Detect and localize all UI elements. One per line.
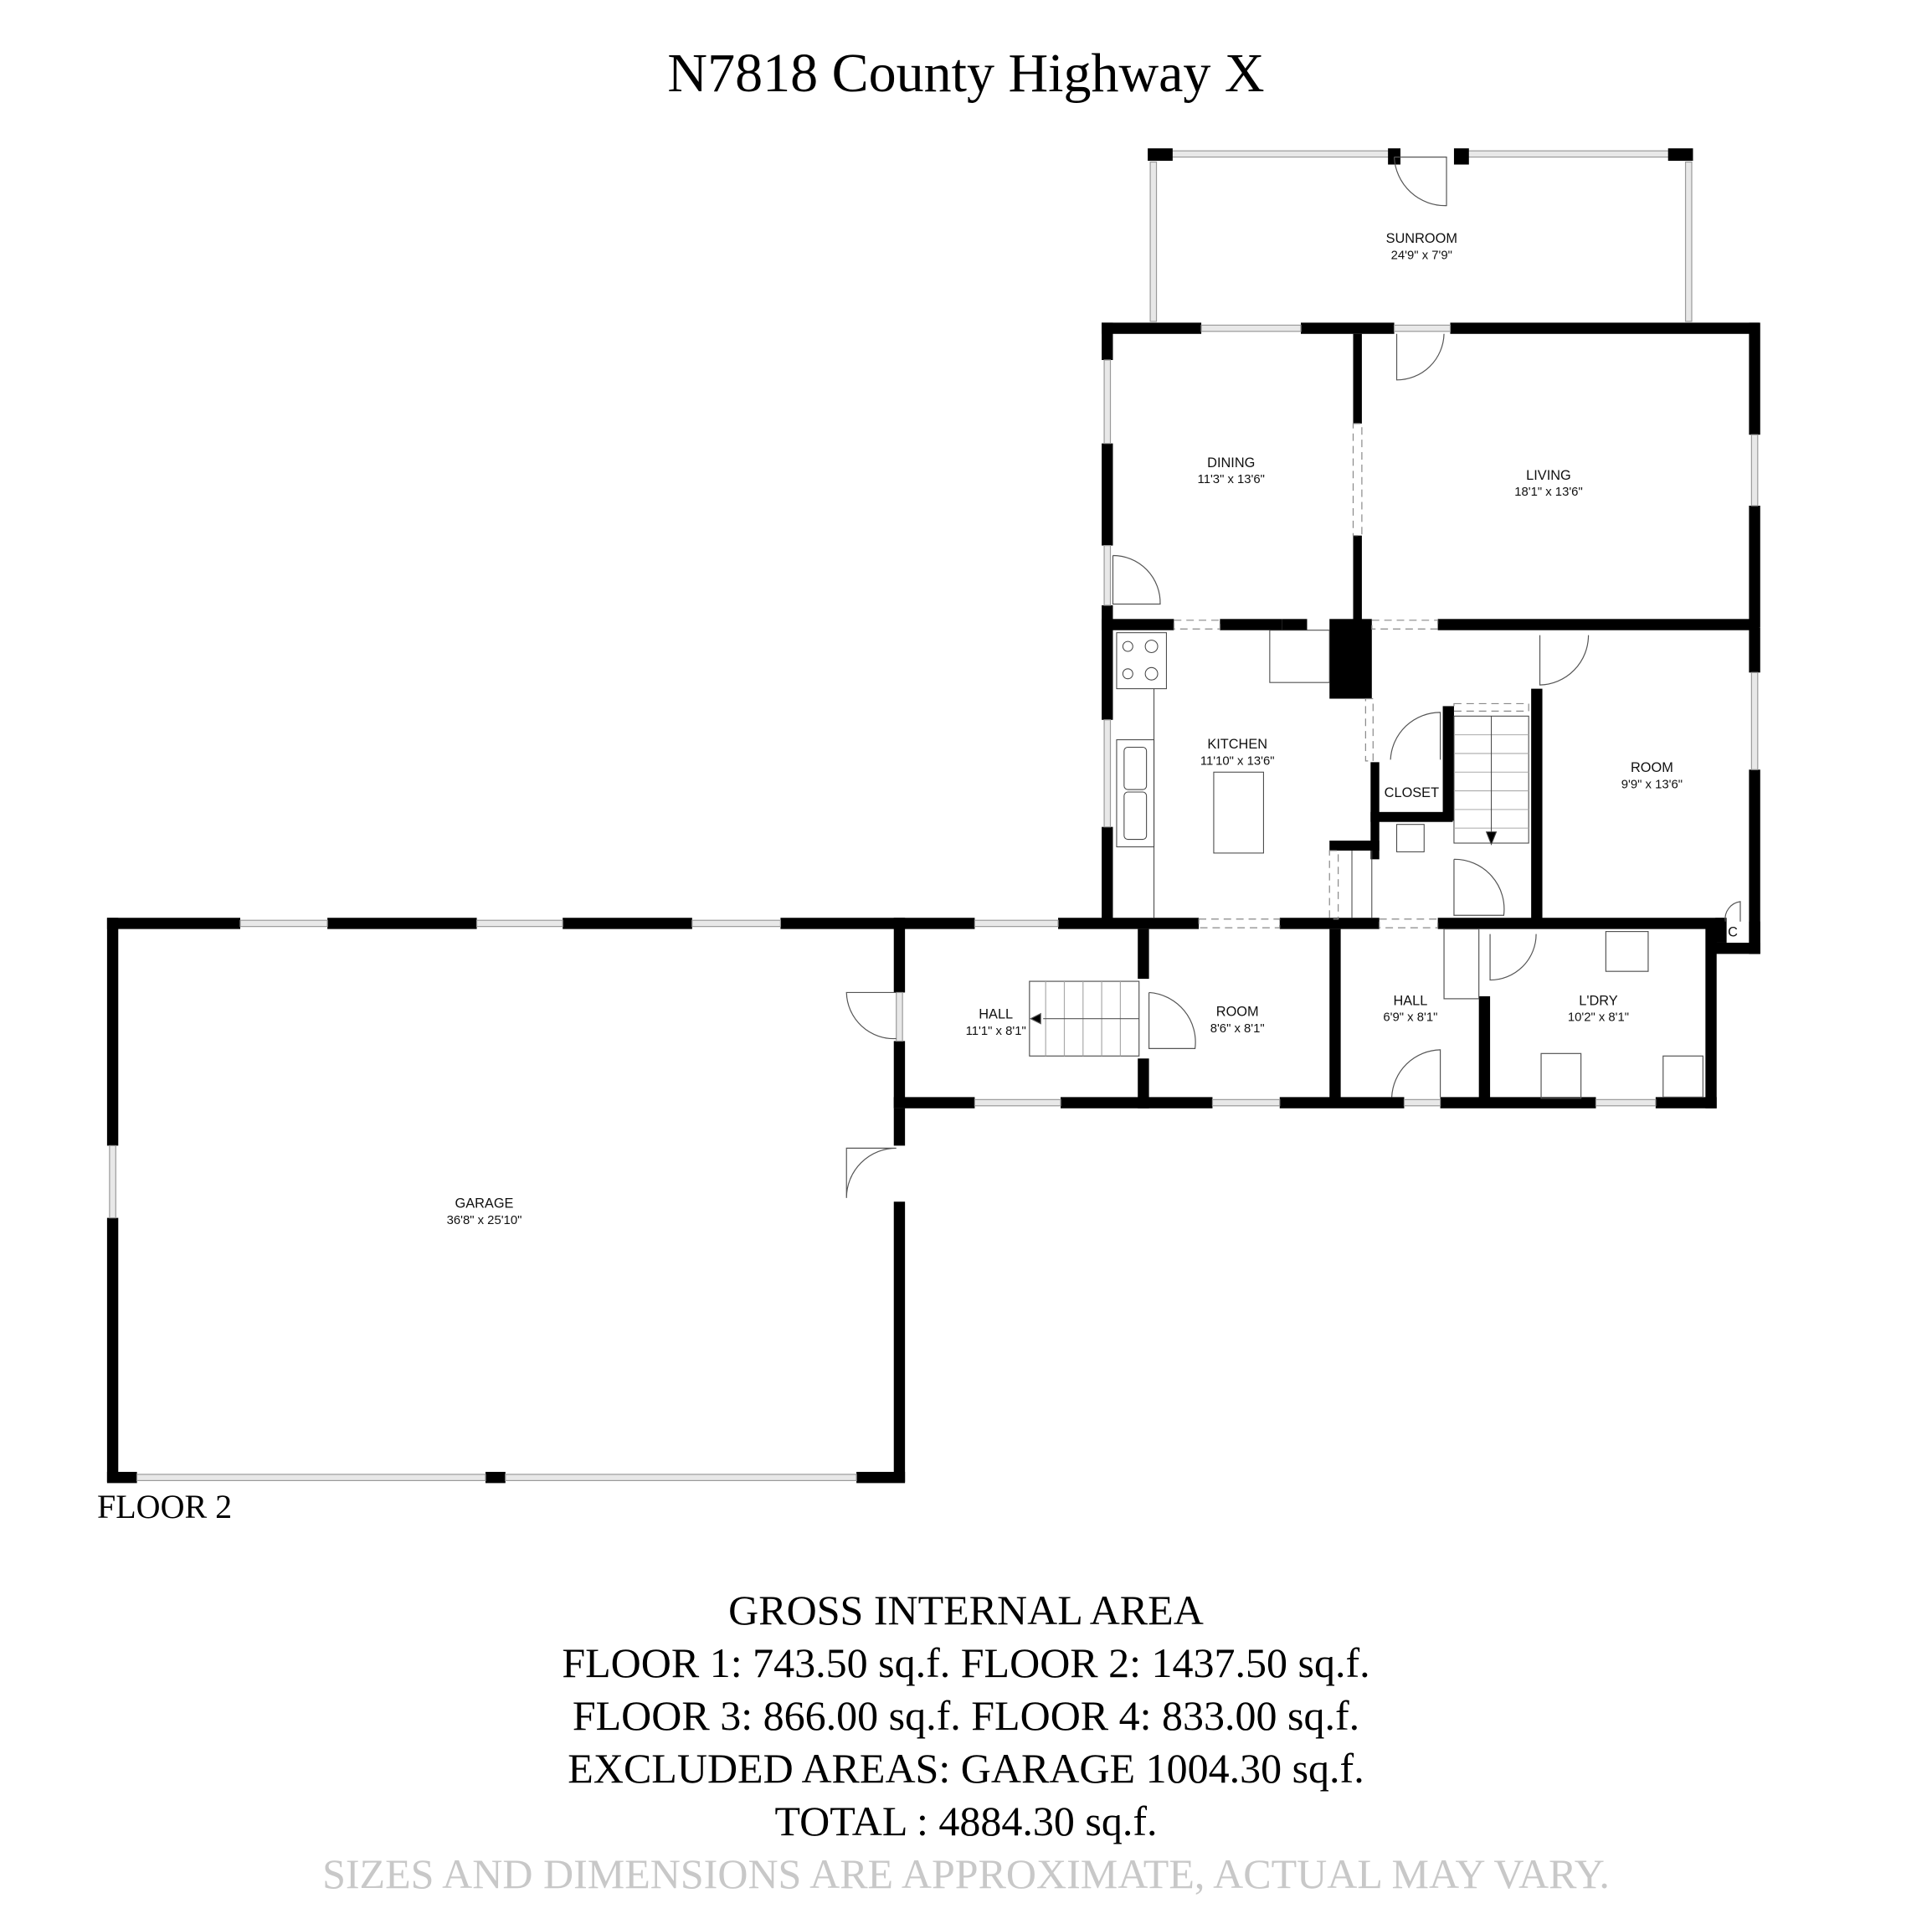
disclaimer: SIZES AND DIMENSIONS ARE APPROXIMATE, AC… — [322, 1850, 1610, 1897]
room-label-dining: DINING — [1207, 455, 1255, 471]
area-summary: GROSS INTERNAL AREA FLOOR 1: 743.50 sq.f… — [0, 1584, 1932, 1901]
room-dim-laundry: 10'2" x 8'1" — [1568, 1011, 1629, 1025]
room-label-c: C — [1728, 925, 1738, 940]
room-label-kitchen: KITCHEN — [1207, 737, 1267, 752]
room-dim-dining: 11'3" x 13'6" — [1198, 473, 1265, 486]
summary-line-1: FLOOR 1: 743.50 sq.f. FLOOR 2: 1437.50 s… — [562, 1639, 1370, 1686]
page-title: N7818 County Highway X — [667, 43, 1265, 104]
room-label-laundry: L'DRY — [1579, 993, 1618, 1008]
room-label-closet: CLOSET — [1385, 785, 1439, 800]
garage: GARAGE 36'8" x 25'10" — [106, 918, 906, 1484]
summary-total: TOTAL : 4884.30 sq.f. — [774, 1798, 1158, 1844]
room-dim-garage: 36'8" x 25'10" — [447, 1214, 522, 1227]
room-label-hall-west: HALL — [979, 1007, 1013, 1022]
room-label-living: LIVING — [1526, 468, 1571, 483]
room-dim-sunroom: 24'9" x 7'9" — [1391, 249, 1452, 263]
main-walls — [893, 322, 1760, 954]
sunroom: SUNROOM 24'9" x 7'9" — [1148, 148, 1693, 322]
room-label-garage: GARAGE — [455, 1196, 514, 1211]
room-dim-hall-east: 6'9" x 8'1" — [1383, 1011, 1437, 1025]
room-dim-kitchen: 11'10" x 13'6" — [1200, 754, 1275, 768]
room-label-room-small: ROOM — [1216, 1005, 1259, 1020]
room-label-sunroom: SUNROOM — [1386, 231, 1457, 246]
summary-line-3: EXCLUDED AREAS: GARAGE 1004.30 sq.f. — [568, 1745, 1364, 1792]
room-dim-hall-west: 11'1" x 8'1" — [966, 1025, 1026, 1038]
room-label-room-east: ROOM — [1631, 760, 1673, 775]
summary-line-2: FLOOR 3: 866.00 sq.f. FLOOR 4: 833.00 sq… — [572, 1692, 1360, 1739]
floor-label: FLOOR 2 — [97, 1488, 233, 1525]
room-dim-room-east: 9'9" x 13'6" — [1621, 779, 1683, 792]
lower-walls — [893, 918, 1717, 1109]
kitchen-fixtures — [1116, 630, 1529, 918]
summary-heading: GROSS INTERNAL AREA — [728, 1587, 1204, 1633]
room-dim-room-small: 8'6" x 8'1" — [1210, 1022, 1265, 1036]
room-dim-living: 18'1" x 13'6" — [1514, 486, 1583, 499]
windows — [974, 324, 1759, 928]
room-label-hall-east: HALL — [1393, 993, 1427, 1008]
